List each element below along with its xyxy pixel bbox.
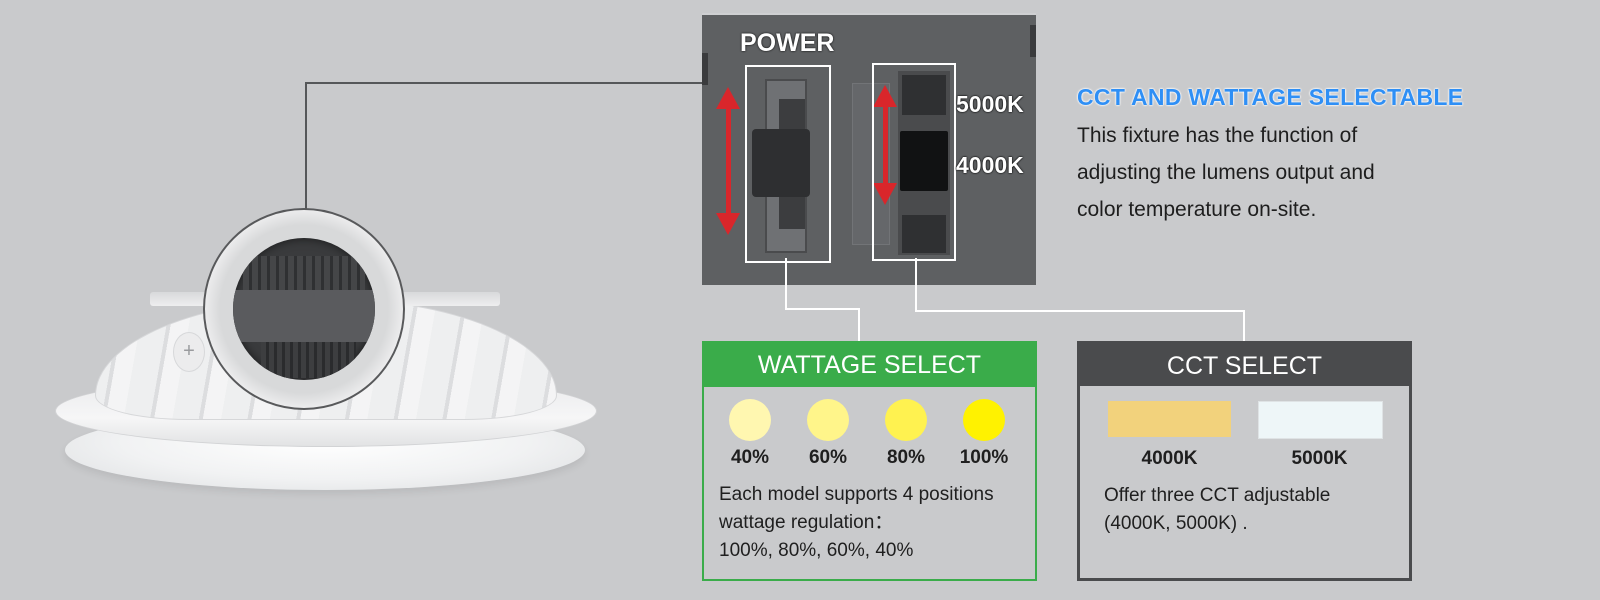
magnifier-circle (203, 208, 405, 410)
wattage-connector (785, 258, 787, 310)
cct-label-4000k: 4000K (956, 152, 1024, 178)
cct-description: Offer three CCT adjustable (4000K, 5000K… (1104, 485, 1331, 534)
switch-panel: POWER 5000K 4000K (702, 13, 1036, 285)
cct-5000k-label: 5000K (1291, 448, 1348, 469)
wattage-description: Each model supports 4 positions wattage … (719, 484, 994, 561)
cct-select-header: CCT SELECT (1080, 344, 1409, 386)
magnified-switch-view (233, 238, 375, 380)
feature-description: This fixture has the function of adjusti… (1077, 124, 1375, 221)
cct-switch[interactable] (872, 63, 956, 261)
wattage-60-swatch (807, 399, 849, 441)
wattage-60-label: 60% (808, 447, 848, 468)
cct-4000k-swatch (1108, 401, 1231, 437)
cct-select-box: CCT SELECT 4000K 5000K Offer three CCT a… (1077, 341, 1412, 581)
cct-label-5000k: 5000K (956, 91, 1024, 117)
power-label: POWER (740, 29, 835, 57)
wattage-80-label: 80% (886, 447, 926, 468)
screw-icon: + (173, 332, 205, 372)
cct-4000k-label: 4000K (1141, 448, 1198, 469)
wattage-select-box: WATTAGE SELECT 40% 60% 80% 100% Each mod… (702, 341, 1037, 581)
power-switch[interactable] (745, 65, 831, 263)
wattage-100-label: 100% (959, 447, 1009, 468)
cct-connector (915, 258, 917, 312)
wattage-100-swatch (963, 399, 1005, 441)
wattage-80-swatch (885, 399, 927, 441)
wattage-select-header: WATTAGE SELECT (704, 343, 1035, 387)
cct-switch-knob[interactable] (900, 131, 948, 191)
leader-line-vertical (305, 82, 307, 209)
cct-5000k-swatch (1258, 401, 1383, 439)
leader-line-horizontal (305, 82, 702, 84)
wattage-40-label: 40% (730, 447, 770, 468)
power-switch-knob[interactable] (752, 129, 810, 197)
feature-headline: CCT AND WATTAGE SELECTABLE (1077, 84, 1464, 110)
wattage-40-swatch (729, 399, 771, 441)
